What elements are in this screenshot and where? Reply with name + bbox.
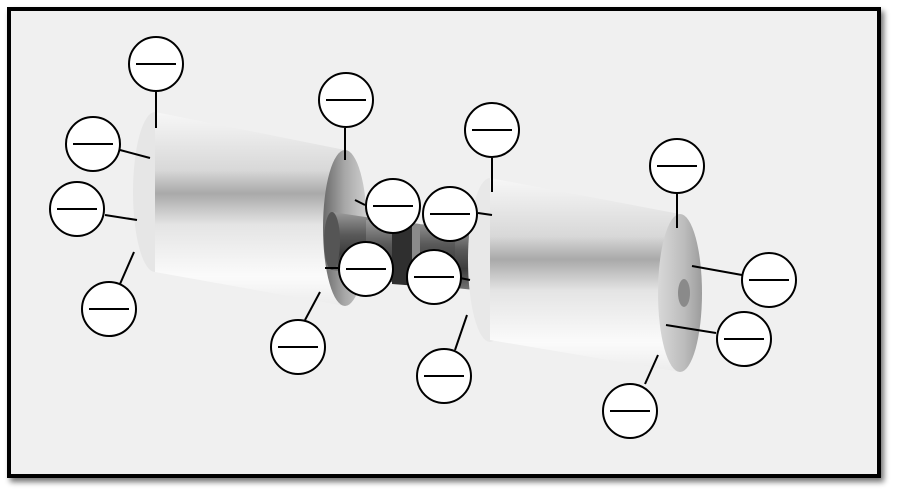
leader-line bbox=[691, 265, 743, 276]
callout-c10 bbox=[422, 186, 478, 242]
callout-c12 bbox=[416, 348, 472, 404]
callout-c1 bbox=[128, 36, 184, 92]
callout-c16 bbox=[602, 383, 658, 439]
left-drum bbox=[133, 112, 367, 306]
leader-line bbox=[304, 291, 321, 321]
leader-line bbox=[354, 199, 366, 206]
callout-c14 bbox=[741, 252, 797, 308]
callout-c5 bbox=[318, 72, 374, 128]
callout-c7 bbox=[338, 241, 394, 297]
callout-c11 bbox=[406, 249, 462, 305]
leader-line bbox=[665, 324, 717, 334]
leader-line bbox=[119, 149, 151, 159]
callout-c15 bbox=[716, 311, 772, 367]
callout-c13 bbox=[649, 138, 705, 194]
leader-line bbox=[104, 214, 138, 221]
callout-c3 bbox=[49, 181, 105, 237]
leader-line bbox=[644, 354, 659, 385]
callout-c9 bbox=[464, 102, 520, 158]
callout-c4 bbox=[81, 281, 137, 337]
leader-line bbox=[119, 251, 135, 285]
callout-c6 bbox=[365, 178, 421, 234]
leader-line bbox=[477, 212, 493, 216]
right-drum bbox=[468, 178, 702, 372]
callout-c2 bbox=[65, 116, 121, 172]
leader-line bbox=[454, 314, 468, 351]
callout-group bbox=[49, 36, 797, 439]
callout-c8 bbox=[270, 319, 326, 375]
